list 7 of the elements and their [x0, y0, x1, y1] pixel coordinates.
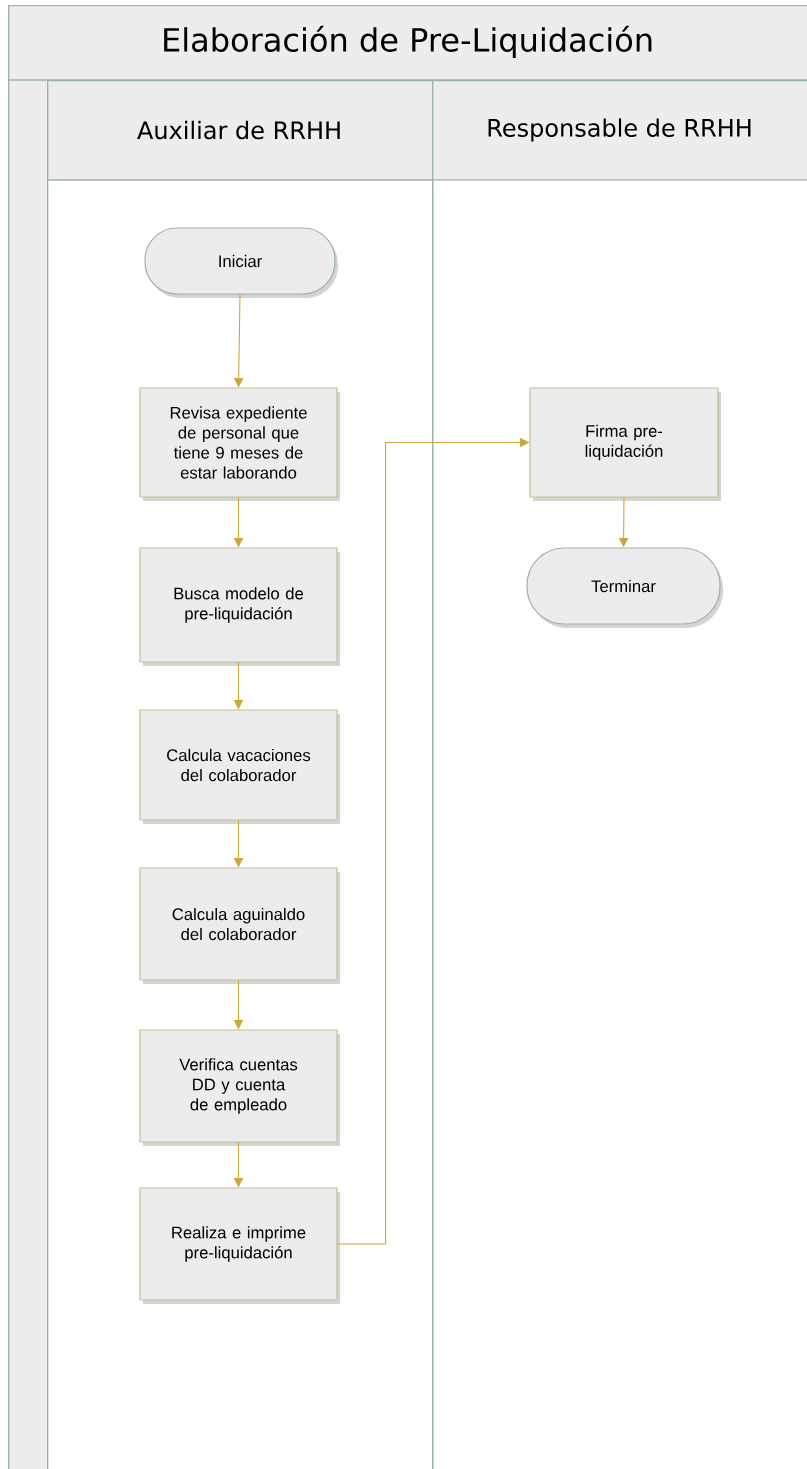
- process-box: Calcula aguinaldo del colaborador: [139, 867, 340, 984]
- process-box: Busca modelo de pre-liquidación: [139, 547, 340, 666]
- process-box: Verifica cuentas DD y cuenta de empleado: [139, 1029, 340, 1146]
- process-box: Calcula vacaciones del colaborador: [139, 709, 340, 824]
- process-box: Firma pre-liquidación: [529, 387, 721, 501]
- process-box: Realiza e imprime pre-liquidación: [139, 1187, 340, 1304]
- process-box: Revisa expediente de personal que tiene 9 meses de estar laborando: [139, 387, 340, 501]
